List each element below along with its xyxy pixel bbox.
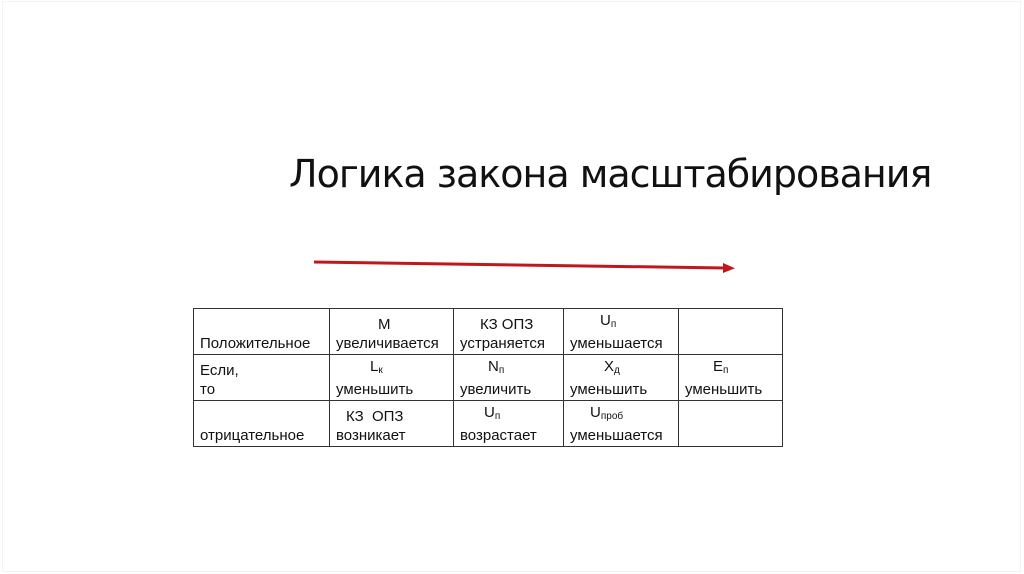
cell-text: уменьшить <box>570 381 648 398</box>
table-cell: Uп уменьшается <box>563 308 679 355</box>
cell-symbol: Uпроб <box>590 404 624 422</box>
cell-text: возрастает <box>460 427 537 444</box>
cell-text: возникает <box>336 427 406 444</box>
table-cell: M увеличивается <box>329 308 454 355</box>
table-cell: Uпроб уменьшается <box>563 400 679 447</box>
table-row-negative: отрицательное КЗ ОПЗ возникает Uп возрас… <box>193 400 783 447</box>
table-cell: Lк уменьшить <box>329 354 454 401</box>
table-row-condition: Если, то Lк уменьшить Nп увеличить Xд ум… <box>193 354 783 401</box>
table-cell: Nп увеличить <box>453 354 564 401</box>
slide-title: Логика закона масштабирования <box>289 152 932 196</box>
cell-symbol: КЗ ОПЗ <box>480 316 534 333</box>
table-row-positive: Положительное M увеличивается КЗ ОПЗ уст… <box>193 308 783 355</box>
cell-symbol: Eп <box>713 358 729 376</box>
cell-symbol: Uп <box>484 404 501 422</box>
cell-text: уменьшается <box>570 427 663 444</box>
cell-text: устраняется <box>460 335 545 352</box>
table-cell-empty <box>678 400 783 447</box>
table-cell: Uп возрастает <box>453 400 564 447</box>
cell-text: увеличить <box>460 381 532 398</box>
cell-symbol: КЗ ОПЗ <box>346 408 404 425</box>
row-label-negative: отрицательное <box>193 400 330 447</box>
cell-text: уменьшается <box>570 335 663 352</box>
cell-symbol: M <box>378 316 391 333</box>
table-cell-empty <box>678 308 783 355</box>
cell-symbol: Lк <box>370 358 383 376</box>
row-label-if-then: Если, то <box>193 354 330 401</box>
cell-symbol: Uп <box>600 312 617 330</box>
row-label-positive: Положительное <box>193 308 330 355</box>
table-cell: Eп уменьшить <box>678 354 783 401</box>
table-cell: КЗ ОПЗ устраняется <box>453 308 564 355</box>
scaling-logic-table: Положительное M увеличивается КЗ ОПЗ уст… <box>193 308 783 447</box>
table-cell: Xд уменьшить <box>563 354 679 401</box>
cell-text: уменьшить <box>336 381 414 398</box>
cell-text: увеличивается <box>336 335 439 352</box>
cell-symbol: Xд <box>604 358 620 376</box>
cell-symbol: Nп <box>488 358 505 376</box>
table-cell: КЗ ОПЗ возникает <box>329 400 454 447</box>
red-arrow-icon <box>313 260 735 273</box>
cell-text: уменьшить <box>685 381 763 398</box>
